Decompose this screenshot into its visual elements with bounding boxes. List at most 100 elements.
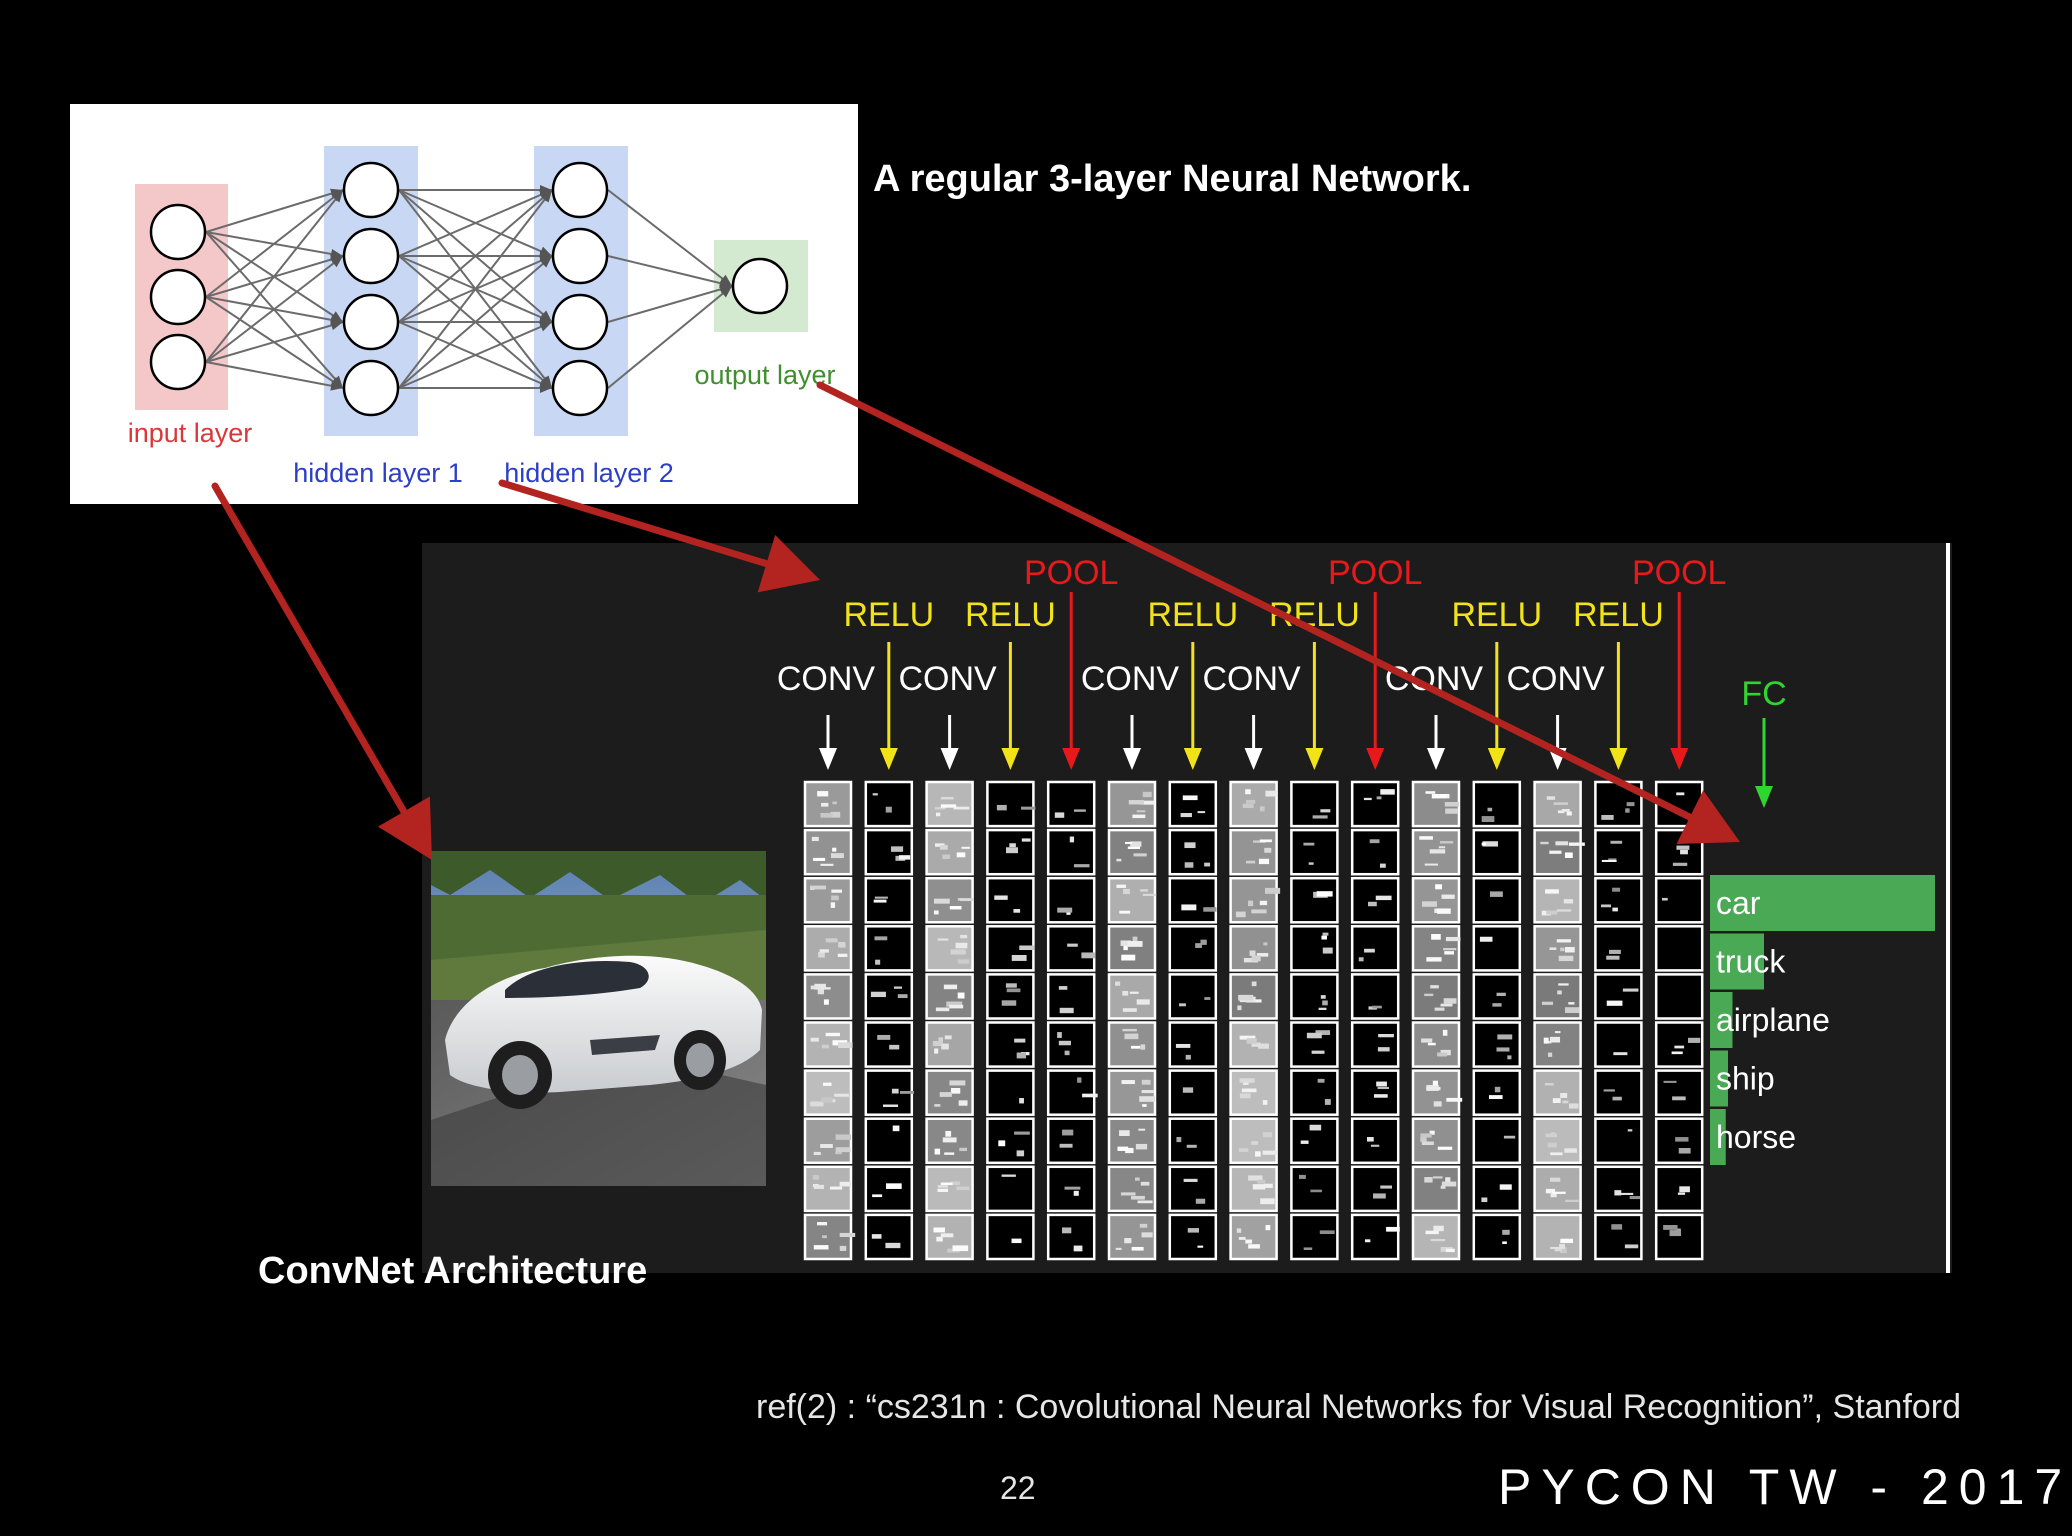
feature-stroke — [1122, 990, 1129, 996]
activation-cell — [1229, 1069, 1278, 1116]
activation-map — [1229, 1165, 1278, 1213]
feature-stroke — [1239, 1035, 1256, 1040]
feature-stroke — [1081, 952, 1096, 959]
activation-cell — [803, 1165, 853, 1213]
feature-stroke — [940, 796, 954, 800]
neuron — [149, 203, 207, 261]
convnet-figure-border — [1946, 543, 1950, 1273]
feature-stroke — [1562, 1100, 1569, 1104]
connection-line — [205, 361, 344, 389]
feature-stroke — [1364, 1239, 1371, 1243]
activation-cell — [864, 1117, 914, 1165]
activation-map — [864, 1117, 914, 1165]
reference-citation: ref(2) : “cs231n : Covolutional Neural N… — [756, 1388, 1962, 1426]
connection-arrowhead — [540, 383, 552, 393]
feature-stroke — [822, 1082, 832, 1086]
conv-label: CONV — [1081, 660, 1180, 698]
feature-stroke — [1195, 943, 1202, 948]
activation-cell — [1350, 1213, 1400, 1261]
neuron — [342, 161, 400, 219]
feature-stroke — [1555, 841, 1569, 846]
feature-stroke — [1545, 889, 1559, 894]
feature-stroke — [1311, 1050, 1325, 1054]
feature-stroke — [1377, 1086, 1390, 1090]
hidden-layer-1-label: hidden layer 1 — [293, 458, 463, 488]
activation-map — [1594, 1069, 1643, 1116]
feature-stroke — [1550, 1132, 1556, 1136]
feature-stroke — [821, 1097, 833, 1103]
feature-stroke — [1440, 1185, 1446, 1189]
feature-stroke — [1259, 900, 1268, 906]
feature-stroke — [940, 804, 957, 808]
annotation-arrow — [498, 479, 786, 572]
neuron — [342, 359, 400, 417]
activation-map — [1107, 1069, 1157, 1116]
feature-stroke — [823, 999, 829, 1005]
feature-stroke — [1117, 1146, 1129, 1151]
activation-cell — [1472, 1021, 1522, 1068]
feature-stroke — [1609, 949, 1621, 954]
feature-stroke — [1547, 1052, 1553, 1057]
activation-cell — [1107, 925, 1157, 972]
activation-cell — [986, 876, 1035, 924]
activation-map — [803, 925, 853, 972]
connection-arrowhead — [719, 286, 732, 298]
feature-stroke — [1369, 839, 1380, 844]
connection-line — [205, 321, 344, 363]
activation-cell — [1411, 1069, 1461, 1116]
activation-cell — [1411, 973, 1461, 1020]
feature-stroke — [1185, 1054, 1191, 1060]
feature-stroke — [1252, 1184, 1266, 1190]
activation-map — [803, 876, 853, 924]
feature-stroke — [1142, 791, 1152, 798]
feature-stroke — [1251, 1141, 1259, 1145]
feature-stroke — [1421, 1038, 1433, 1043]
activation-cell — [1350, 1117, 1400, 1165]
activation-map — [803, 828, 853, 876]
feature-stroke — [1496, 992, 1506, 996]
feature-stroke — [1420, 1133, 1432, 1138]
activation-map — [1533, 973, 1582, 1020]
activation-map — [1472, 876, 1522, 924]
feature-stroke — [1679, 1186, 1690, 1193]
activation-cell — [1411, 1165, 1461, 1213]
feature-stroke — [1181, 904, 1197, 911]
connection-line — [607, 189, 733, 287]
neuron — [149, 333, 207, 391]
activation-cell — [1350, 828, 1400, 876]
activation-map — [925, 1021, 974, 1068]
feature-stroke — [1058, 1040, 1071, 1046]
class-score-truck: truck — [1710, 933, 1786, 990]
feature-stroke — [1366, 1137, 1374, 1142]
feature-stroke — [1139, 1096, 1156, 1102]
feature-stroke — [1237, 1005, 1242, 1011]
activation-map — [803, 1213, 856, 1261]
activation-cell — [1350, 1021, 1400, 1068]
class-score-car: car — [1710, 875, 1935, 931]
activation-map — [864, 973, 914, 1020]
class-score-airplane: airplane — [1710, 992, 1830, 1048]
feature-stroke — [1249, 950, 1256, 956]
feature-stroke — [1128, 800, 1144, 805]
feature-stroke — [817, 988, 824, 995]
activation-map — [1107, 1165, 1157, 1213]
feature-stroke — [1320, 995, 1326, 999]
feature-stroke — [1019, 1098, 1024, 1104]
feature-stroke — [1386, 1226, 1400, 1232]
annotation-arrowhead — [757, 534, 820, 593]
activation-map — [803, 1021, 853, 1068]
feature-stroke — [1549, 947, 1557, 950]
feature-stroke — [1426, 1086, 1441, 1091]
activation-map — [1046, 1069, 1098, 1116]
activation-cell — [1472, 1213, 1522, 1261]
feature-stroke — [933, 898, 950, 904]
feature-stroke — [944, 1152, 955, 1155]
activation-cell — [1168, 925, 1218, 972]
feature-stroke — [1372, 1005, 1382, 1009]
activation-cell — [1350, 925, 1400, 972]
feature-stroke — [960, 898, 974, 902]
feature-stroke — [1140, 1044, 1146, 1050]
feature-stroke — [1565, 1199, 1579, 1203]
feature-stroke — [835, 1147, 851, 1153]
connection-line — [607, 255, 733, 287]
